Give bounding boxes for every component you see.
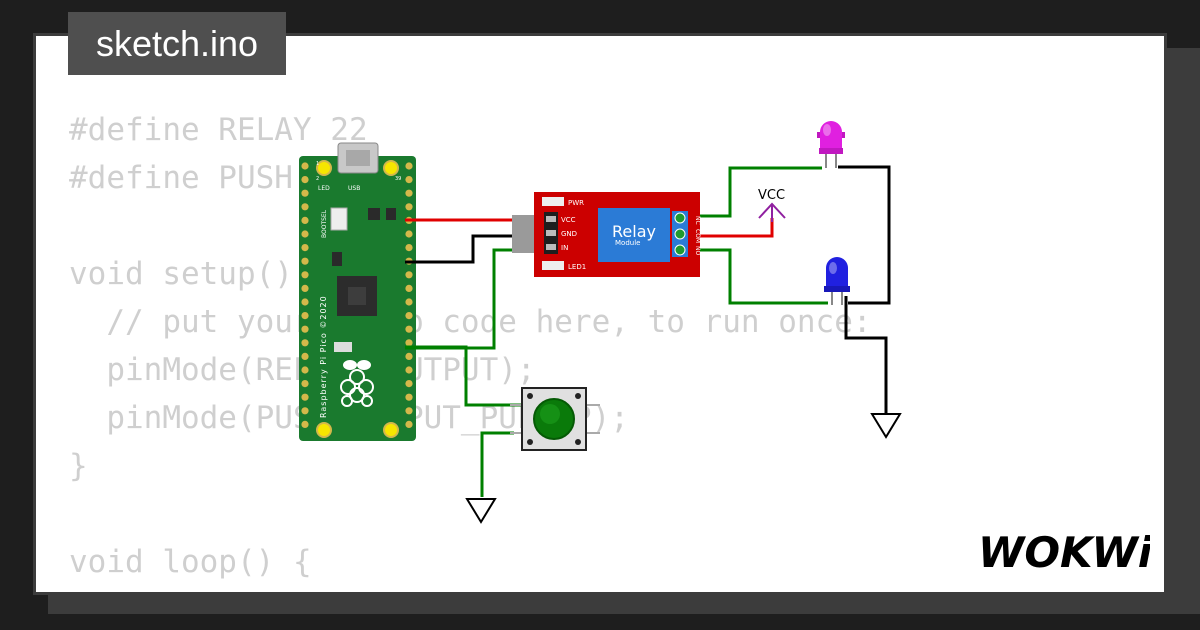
pico-pin-pad xyxy=(301,257,309,265)
wire-gnd xyxy=(405,234,512,264)
pico-pin-pad xyxy=(405,420,413,428)
pico-led-label: LED xyxy=(318,185,330,192)
pico-pin39-label: 39 xyxy=(395,176,401,182)
pico-pin-pad xyxy=(301,244,309,252)
relay-nc-label: NC xyxy=(694,216,701,225)
pico-pin-pad xyxy=(405,189,413,197)
pico-pin-pad xyxy=(405,339,413,347)
relay-subtitle: Module xyxy=(615,239,640,247)
pico-usb-label: USB xyxy=(348,185,360,192)
relay-no-label: NO xyxy=(694,246,701,255)
pico-pin-pad xyxy=(301,420,309,428)
pico-pin-pad xyxy=(405,312,413,320)
push-button[interactable] xyxy=(510,387,600,451)
relay-gnd-label: GND xyxy=(561,230,577,238)
vcc-label: VCC xyxy=(758,188,785,203)
pico-pin-pad xyxy=(405,284,413,292)
pico-pin-pad xyxy=(301,380,309,388)
pico-pin-pad xyxy=(301,203,309,211)
pico-pin-pad xyxy=(405,366,413,374)
preview-card: #define RELAY 22#define PUSH 21 void set… xyxy=(33,33,1167,595)
file-tab[interactable]: sketch.ino xyxy=(68,12,286,75)
pico-pin-pad xyxy=(301,189,309,197)
pico-pin-pad xyxy=(301,339,309,347)
wire-nc xyxy=(690,166,822,218)
raspberry-logo-icon xyxy=(340,360,374,407)
pico-pin-pad xyxy=(301,162,309,170)
code-line: } xyxy=(69,448,88,484)
pico-pin-pad xyxy=(405,176,413,184)
pico-pin-pad xyxy=(301,407,309,415)
pico-pin-pad xyxy=(405,244,413,252)
relay-in-label: IN xyxy=(561,244,568,252)
wokwi-logo-text: WOKWi xyxy=(978,528,1150,575)
relay-vcc-label: VCC xyxy=(561,216,576,224)
pico-pin-pad xyxy=(405,271,413,279)
pico-pin-pad xyxy=(405,298,413,306)
wire-no xyxy=(688,248,828,305)
pico-pin-pad xyxy=(405,230,413,238)
pico-pin-pad xyxy=(301,298,309,306)
relay-title: Relay xyxy=(612,222,656,241)
pico-bootsel-label: BOOTSEL xyxy=(321,209,328,238)
code-line: void loop() { xyxy=(69,544,312,580)
pico-pin-pad xyxy=(301,271,309,279)
wire-com xyxy=(688,218,774,238)
relay-com-label: COM xyxy=(694,229,701,243)
pico-pin2-label: 2 xyxy=(316,176,319,182)
code-line: #define RELAY 22 xyxy=(69,112,368,148)
led-blue[interactable] xyxy=(824,257,850,305)
pico-board[interactable]: 1 2 39 LED USB BOOTSEL Raspberry Pi Pico… xyxy=(299,142,416,441)
pico-pin-pad xyxy=(301,393,309,401)
pico-pin-pad xyxy=(405,162,413,170)
pico-pin1-label: 1 xyxy=(316,161,319,167)
vcc-symbol[interactable]: VCC xyxy=(758,188,786,222)
pico-pin-pad xyxy=(301,176,309,184)
pico-pin-pad xyxy=(301,325,309,333)
wokwi-logo[interactable]: WOKWi xyxy=(978,527,1150,575)
relay-display xyxy=(598,208,670,262)
pico-pin-pad xyxy=(405,203,413,211)
pico-pin-pad xyxy=(405,380,413,388)
pico-pin-pad xyxy=(301,216,309,224)
ground-symbol-led[interactable] xyxy=(870,413,902,439)
pico-pin-pad xyxy=(301,366,309,374)
wire-button-gnd xyxy=(480,431,514,497)
file-tab-label: sketch.ino xyxy=(95,22,259,64)
pico-pin-pad xyxy=(405,393,413,401)
pico-board-label: Raspberry Pi Pico ©2020 xyxy=(319,295,328,418)
relay-led1-label: LED1 xyxy=(568,263,586,271)
wires xyxy=(405,165,891,497)
pico-pin-pad xyxy=(301,284,309,292)
led-magenta[interactable] xyxy=(817,121,845,168)
code-line: void setup() { xyxy=(69,256,331,292)
pico-pin-pad xyxy=(301,352,309,360)
wire-led-gnd xyxy=(844,296,888,414)
wire-led-common xyxy=(838,165,891,305)
wire-in xyxy=(405,248,512,350)
pico-pin-pad xyxy=(301,312,309,320)
pico-pin-pad xyxy=(405,407,413,415)
relay-module[interactable]: PWR LED1 VCC GND IN Relay Module NC COM … xyxy=(512,192,701,277)
bootsel-button xyxy=(330,207,348,231)
pico-pin-pad xyxy=(405,352,413,360)
relay-pwr-label: PWR xyxy=(568,199,584,207)
pico-pin-pad xyxy=(301,230,309,238)
ground-symbol-button[interactable] xyxy=(465,498,497,524)
pico-pin-pad xyxy=(405,325,413,333)
wire-button xyxy=(405,345,522,407)
